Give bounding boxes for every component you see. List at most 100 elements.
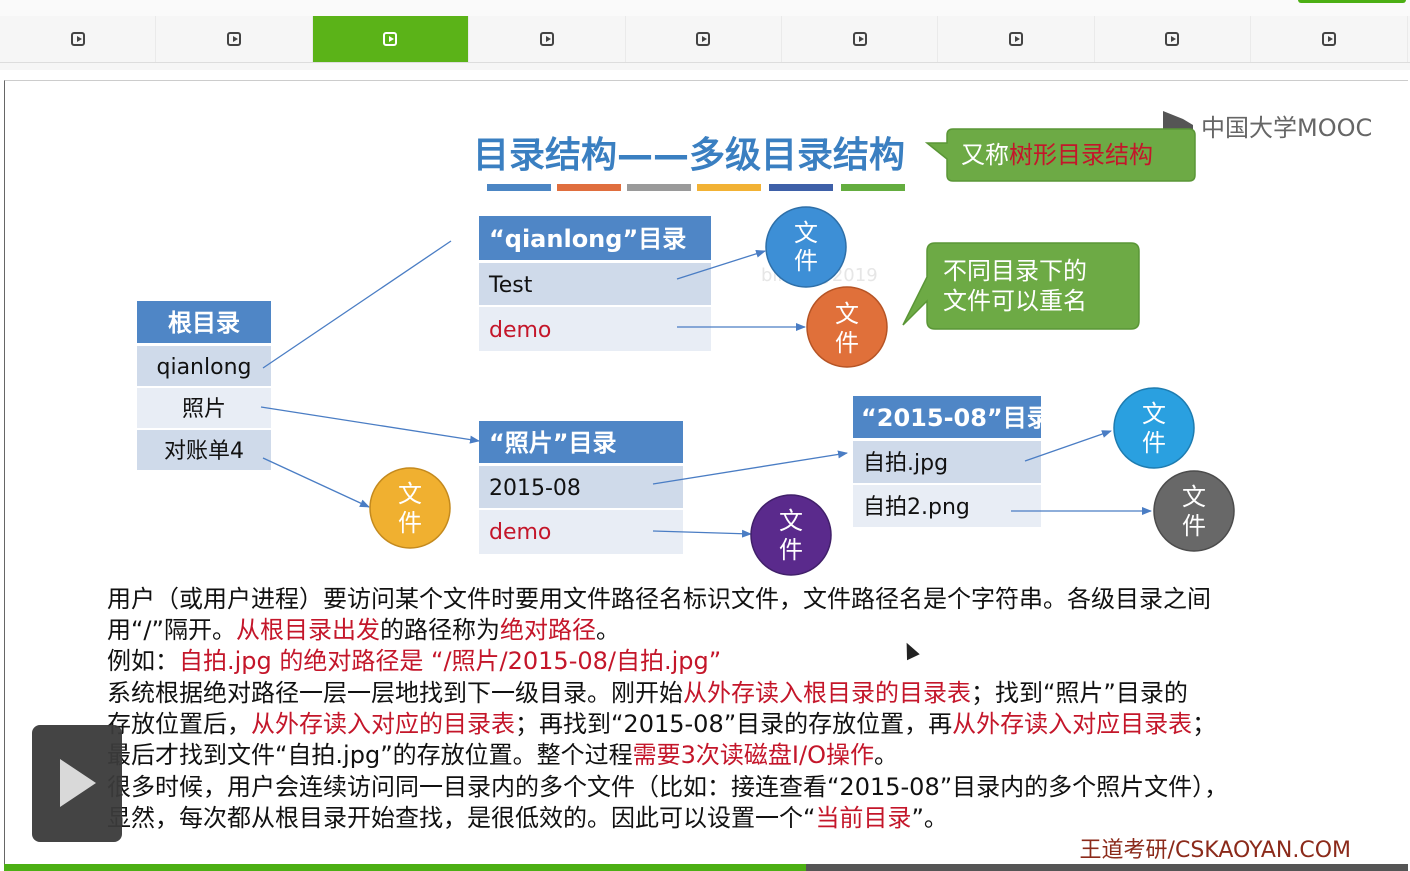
section-tabs — [0, 16, 1410, 62]
arrow-account-to-file — [262, 457, 370, 508]
para-line-6: 最后才找到文件“自拍.jpg”的存放位置。整个过程需要3次读磁盘I/O操作。 — [107, 741, 898, 769]
play-icon — [227, 32, 242, 46]
para-l4b: 从外存读入根目录的目录表 — [683, 679, 971, 707]
title-bar-yellow — [697, 184, 761, 191]
arrow-2015-to-dir — [652, 450, 848, 485]
para-l3b: 自拍.jpg 的绝对路径是 “/照片/2015-08/自拍.jpg” — [179, 647, 721, 675]
qianlong-row-demo-label: demo — [489, 318, 551, 343]
section-tab-8[interactable] — [1095, 16, 1252, 62]
callout-rename-bubble — [902, 242, 1140, 330]
root-row-photo — [137, 388, 271, 428]
root-row-account-label: 对账单4 — [164, 439, 244, 464]
root-table-header — [137, 301, 271, 343]
para-l8a: 显然，每次都从根目录开始查找，是很低效的。因此可以设置一个“ — [107, 804, 815, 832]
file-node-3-top: 文 — [398, 480, 422, 508]
section-tab-2[interactable] — [156, 16, 313, 62]
file-node-6: 文 件 — [1153, 470, 1235, 552]
para-l5e: ； — [1192, 710, 1216, 738]
para-line-1: 用户（或用户进程）要访问某个文件时要用文件路径名标识文件，文件路径名是个字符串。… — [107, 585, 1211, 613]
file-node-5-circle — [1113, 387, 1195, 469]
file-node-4-bottom: 件 — [779, 536, 803, 564]
dir2015-table-header-label: “2015-08”目录 — [861, 404, 1051, 432]
play-button[interactable] — [32, 725, 122, 842]
file-node-1-bottom: 件 — [794, 247, 818, 275]
dir2015-row-selfie2 — [853, 485, 1041, 527]
file-node-2: 文 件 — [806, 286, 888, 368]
footer-brand: 王道考研/CSKAOYAN.COM — [1080, 838, 1351, 863]
qianlong-row-test — [479, 263, 711, 305]
qianlong-directory-table: “qianlong”目录 Test demo — [479, 216, 711, 351]
file-node-2-bottom: 件 — [835, 329, 859, 357]
explanation-paragraph: 用户（或用户进程）要访问某个文件时要用文件路径名标识文件，文件路径名是个字符串。… — [107, 585, 1228, 832]
section-tab-6[interactable] — [782, 16, 939, 62]
para-l5a: 存放位置后， — [107, 710, 251, 738]
file-node-1-circle — [765, 206, 847, 288]
section-tab-3-active[interactable] — [312, 16, 470, 62]
root-table-header-label: 根目录 — [168, 309, 240, 337]
para-line-2: 用“/”隔开。从根目录出发的路径称为绝对路径。 — [107, 616, 620, 644]
para-l6a: 最后才找到文件“自拍.jpg”的存放位置。整个过程 — [107, 741, 633, 769]
file-node-2-circle — [806, 286, 888, 368]
arrow-selfie-to-file — [1024, 430, 1112, 462]
photo-directory-table: “照片”目录 2015-08 demo — [479, 421, 683, 554]
para-line-3: 例如：自拍.jpg 的绝对路径是 “/照片/2015-08/自拍.jpg” — [107, 647, 721, 675]
play-icon — [1165, 32, 1180, 46]
dir2015-table-header — [853, 396, 1041, 438]
para-l2b: 从根目录出发 — [236, 616, 380, 644]
section-tab-5[interactable] — [626, 16, 782, 62]
file-node-3-bottom: 件 — [398, 509, 422, 537]
video-progress-fill — [4, 864, 806, 871]
title-bar-blue — [487, 184, 551, 191]
play-icon — [1321, 32, 1336, 46]
root-row-qianlong — [137, 346, 271, 386]
file-node-3-circle — [369, 467, 451, 549]
corner-button[interactable] — [1298, 0, 1406, 3]
callout-tree-structure: 又称树形目录结构 — [924, 128, 1196, 182]
title-bar-orange — [557, 184, 621, 191]
qianlong-row-demo — [479, 307, 711, 351]
section-tab-4[interactable] — [469, 16, 626, 62]
para-l5d: 从外存读入对应目录表 — [952, 710, 1192, 738]
page-title: 目录结构——多级目录结构 — [473, 135, 905, 176]
title-color-bar — [487, 184, 905, 191]
para-l5c: ；再找到“2015-08”目录的存放位置，再 — [515, 710, 952, 738]
para-l8b: 当前目录 — [815, 804, 911, 832]
file-node-5-top: 文 — [1142, 400, 1166, 428]
section-tab-1[interactable] — [0, 16, 157, 62]
top-shade — [0, 0, 1410, 16]
video-progress-bar[interactable] — [4, 864, 1408, 871]
dir2015-row-selfie-label: 自拍.jpg — [863, 451, 948, 476]
photo-row-demo — [479, 510, 683, 554]
para-line-7: 很多时候，用户会连续访问同一目录内的多个文件（比如：接连查看“2015-08”目… — [107, 773, 1228, 801]
qianlong-table-header-label: “qianlong”目录 — [489, 225, 686, 253]
file-node-2-top: 文 — [835, 300, 859, 328]
file-node-4-top: 文 — [779, 507, 803, 535]
callout-tree-bubble — [924, 128, 1196, 182]
para-l6b: 需要3次读磁盘I/O操作 — [633, 741, 874, 769]
root-row-account — [137, 430, 271, 470]
dir2015-row-selfie — [853, 441, 1041, 483]
para-l2c: 的路径称为 — [380, 616, 500, 644]
section-tab-9[interactable] — [1251, 16, 1408, 62]
title-bar-gray — [627, 184, 691, 191]
file-node-1: 文 件 — [765, 206, 847, 288]
callout-rename: 不同目录下的 文件可以重名 — [902, 242, 1140, 330]
dir2015-directory-table: “2015-08”目录 自拍.jpg 自拍2.png — [853, 396, 1051, 527]
para-line-4: 系统根据绝对路径一层一层地找到下一级目录。刚开始从外存读入根目录的目录表；找到“… — [107, 679, 1188, 707]
para-l2e: 。 — [596, 616, 620, 644]
para-l5b: 从外存读入对应的目录表 — [251, 710, 515, 738]
file-node-6-bottom: 件 — [1182, 512, 1206, 540]
para-l3a: 例如： — [107, 647, 179, 675]
slide-canvas: 中国大学MOOC 目录结构——多级目录结构 又称树形目录结构 不同目录下的 文件… — [4, 80, 1408, 864]
arrow-photodemo-to-file — [652, 529, 752, 538]
callout-tree-highlight: 树形目录结构 — [1009, 141, 1153, 169]
section-tab-7[interactable] — [938, 16, 1095, 62]
photo-table-header-label: “照片”目录 — [489, 429, 617, 457]
player-top-bar — [0, 0, 1410, 70]
para-l4c: ；找到“照片”目录的 — [971, 679, 1188, 707]
mooc-logo-text: 中国大学MOOC — [1201, 114, 1372, 142]
para-l4a: 系统根据绝对路径一层一层地找到下一级目录。刚开始 — [107, 679, 683, 707]
root-directory-table: 根目录 qianlong 照片 对账单4 — [137, 301, 271, 470]
title-bar-navy — [769, 184, 833, 191]
qianlong-row-test-label: Test — [488, 273, 533, 298]
